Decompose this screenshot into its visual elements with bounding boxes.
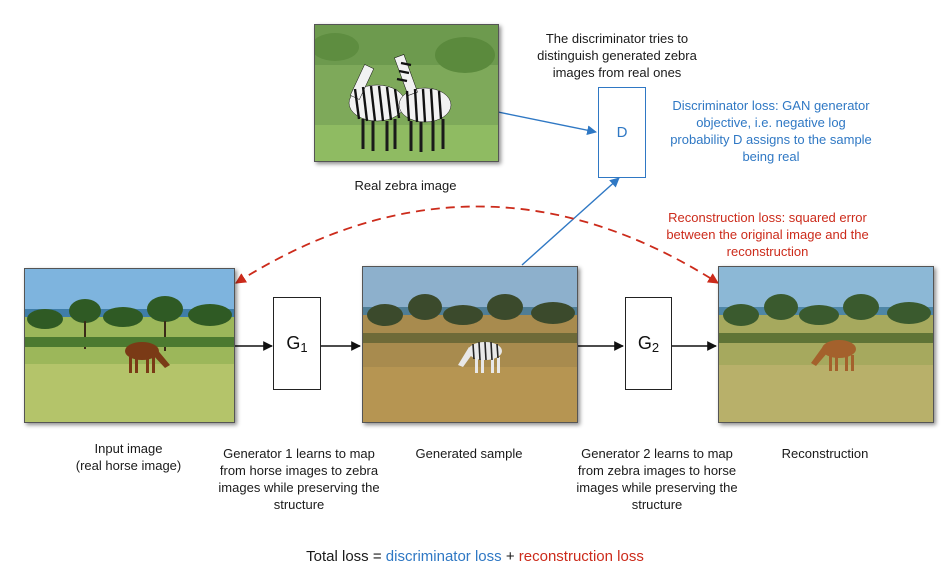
input-horse-image	[24, 268, 235, 423]
total-loss-prefix: Total loss =	[306, 548, 386, 565]
input-caption-line1: Input image	[94, 441, 163, 456]
generator-1-caption: Generator 1 learns to map from horse ima…	[218, 446, 380, 512]
real-zebra-image	[314, 24, 499, 162]
generator-2-label: G	[637, 333, 652, 353]
generated-sample-caption: Generated sample	[415, 446, 523, 461]
discriminator-label: D	[616, 124, 628, 141]
generator-1-label: G	[286, 333, 301, 353]
discriminator-note: The discriminator tries to distinguish g…	[537, 31, 697, 80]
input-caption-line2: (real horse image)	[75, 458, 182, 473]
discriminator-box: D	[598, 87, 646, 178]
input-caption: Input image (real horse image)	[24, 440, 233, 474]
reconstruction-caption: Reconstruction	[781, 446, 869, 461]
reconstruction-loss-text: Reconstruction loss: squared error betwe…	[666, 210, 869, 259]
total-loss-plus: +	[501, 548, 519, 565]
generator-1-subscript: 1	[300, 340, 308, 355]
discriminator-loss-text: Discriminator loss: GAN generator object…	[670, 98, 872, 164]
total-loss-reconstruction-term: reconstruction loss	[518, 548, 644, 565]
reconstruction-image	[718, 266, 934, 423]
total-loss-equation: Total loss = discriminator loss + recons…	[0, 548, 950, 565]
reconstruction-loss-arc	[235, 205, 719, 284]
arrow-real-to-discriminator	[497, 111, 597, 136]
real-zebra-caption: Real zebra image	[354, 178, 457, 193]
total-loss-discriminator-term: discriminator loss	[385, 548, 502, 565]
generator-2-caption: Generator 2 learns to map from zebra ima…	[576, 446, 738, 512]
generator-2-subscript: 2	[651, 340, 660, 355]
arrow-generated-to-discriminator	[521, 177, 620, 266]
generated-sample-image	[362, 266, 578, 423]
